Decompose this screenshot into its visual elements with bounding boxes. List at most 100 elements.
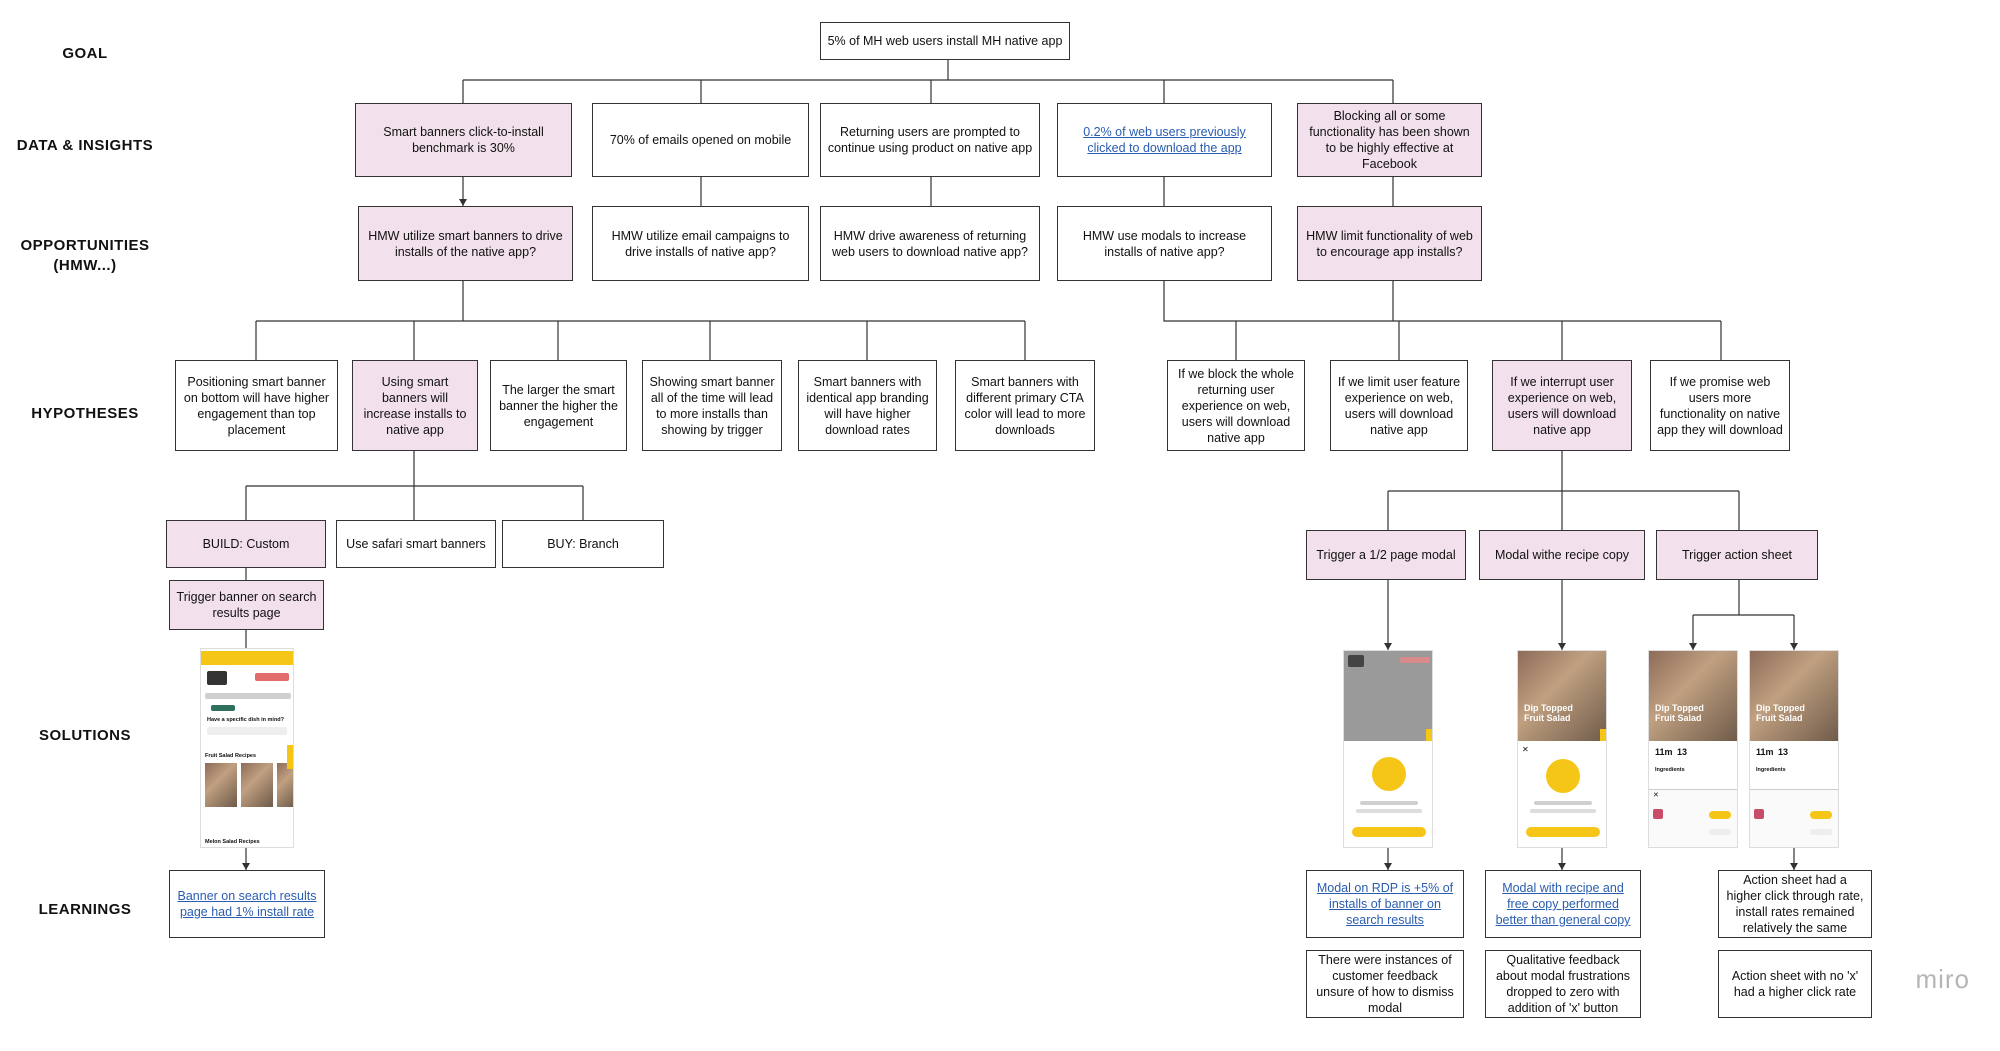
row-label-learnings: LEARNINGS xyxy=(38,901,132,918)
insight-card-smart-banner-benchmark[interactable]: Smart banners click-to-install benchmark… xyxy=(355,103,572,177)
insight-card-blocking-functionality[interactable]: Blocking all or some functionality has b… xyxy=(1297,103,1482,177)
modal-illustration xyxy=(1546,759,1580,793)
row-label-hypotheses: HYPOTHESES xyxy=(31,405,139,422)
modal-copy xyxy=(1356,809,1422,813)
opportunity-card-email-campaigns[interactable]: HMW utilize email campaigns to drive ins… xyxy=(592,206,809,281)
learning-card-action-sheet[interactable]: Action sheet had a higher click through … xyxy=(1718,870,1872,938)
filter-pill xyxy=(211,705,235,711)
insight-card-email-mobile[interactable]: 70% of emails opened on mobile xyxy=(592,103,809,177)
hypothesis-text: If we limit user feature experience on w… xyxy=(1337,374,1461,437)
modal-copy xyxy=(1530,809,1596,813)
approach-text: Modal withe recipe copy xyxy=(1494,548,1630,562)
hypothesis-card-cta-color[interactable]: Smart banners with different primary CTA… xyxy=(955,360,1095,451)
connector xyxy=(245,451,584,520)
recipe-hero-image xyxy=(1518,651,1606,741)
approach-text: BUILD: Custom xyxy=(202,537,290,551)
opportunity-card-smart-banners[interactable]: HMW utilize smart banners to drive insta… xyxy=(358,206,573,281)
stat-count: 13 xyxy=(1677,747,1688,757)
learning-card-modal-feedback[interactable]: There were instances of customer feedbac… xyxy=(1306,950,1464,1018)
open-button xyxy=(1709,811,1731,819)
solution-screen-action-sheet-x: Dip Topped Fruit Salad 11m 13 Ingredient… xyxy=(1648,650,1738,848)
hypothesis-text: Smart banners with different primary CTA… xyxy=(964,374,1086,437)
close-icon[interactable]: ✕ xyxy=(1653,792,1659,799)
learning-link[interactable]: Banner on search results page had 1% ins… xyxy=(177,889,317,919)
approach-text: Trigger banner on search results page xyxy=(176,590,317,620)
insight-text: Smart banners click-to-install benchmark… xyxy=(383,125,544,155)
recipe-hero-image xyxy=(1649,651,1737,741)
hypothesis-text: The larger the smart banner the higher t… xyxy=(499,382,618,429)
opportunity-card-modals[interactable]: HMW use modals to increase installs of n… xyxy=(1057,206,1272,281)
search-heading: Have a specific dish in mind? xyxy=(207,717,285,723)
recipe-thumbnail xyxy=(241,763,273,807)
app-icon xyxy=(1754,809,1764,819)
hypothesis-text: Smart banners with identical app brandin… xyxy=(806,374,929,437)
hypothesis-card-interrupt-experience[interactable]: If we interrupt user experience on web, … xyxy=(1492,360,1632,451)
side-tab xyxy=(1600,729,1606,741)
goal-card[interactable]: 5% of MH web users install MH native app xyxy=(820,22,1070,60)
recipe-thumbnail xyxy=(277,763,293,807)
insight-link[interactable]: 0.2% of web users previously clicked to … xyxy=(1083,125,1246,155)
row-label-opportunities-line2: (HMW...) xyxy=(53,257,117,274)
solution-screen-search-banner: Have a specific dish in mind? Fruit Sala… xyxy=(200,648,294,848)
hypothesis-card-smart-banners-installs[interactable]: Using smart banners will increase instal… xyxy=(352,360,478,451)
opportunity-card-returning-awareness[interactable]: HMW drive awareness of returning web use… xyxy=(820,206,1040,281)
continue-button xyxy=(1810,829,1832,835)
arrow-head xyxy=(1689,643,1697,650)
learning-card-modal-rdp[interactable]: Modal on RDP is +5% of installs of banne… xyxy=(1306,870,1464,938)
modal-illustration xyxy=(1372,757,1406,791)
hypothesis-text: Positioning smart banner on bottom will … xyxy=(183,374,330,437)
hypothesis-card-limit-features[interactable]: If we limit user feature experience on w… xyxy=(1330,360,1468,451)
solution-screen-action-sheet-no-x: Dip Topped Fruit Salad 11m 13 Ingredient… xyxy=(1749,650,1839,848)
connector xyxy=(1387,848,1795,870)
hypothesis-card-show-all-time[interactable]: Showing smart banner all of the time wil… xyxy=(642,360,782,451)
side-tab xyxy=(1426,729,1432,741)
app-logo xyxy=(207,671,227,685)
hypothesis-card-larger-banner[interactable]: The larger the smart banner the higher t… xyxy=(490,360,627,451)
hypothesis-card-banner-bottom[interactable]: Positioning smart banner on bottom will … xyxy=(175,360,338,451)
arrow-head xyxy=(242,863,250,870)
learning-card-recipe-feedback[interactable]: Qualitative feedback about modal frustra… xyxy=(1485,950,1641,1018)
approach-card-safari-banners[interactable]: Use safari smart banners xyxy=(336,520,496,568)
miro-watermark: miro xyxy=(1915,964,1970,994)
fruit-salad-heading: Fruit Salad Recipes xyxy=(205,753,257,759)
solution-screen-half-page-modal xyxy=(1343,650,1433,848)
approach-card-half-page-modal[interactable]: Trigger a 1/2 page modal xyxy=(1306,530,1466,580)
stat-count: 13 xyxy=(1778,747,1789,757)
continue-button xyxy=(1709,829,1731,835)
row-label-goal: GOAL xyxy=(62,45,108,62)
app-icon xyxy=(1653,809,1663,819)
recipe-hero-image xyxy=(1750,651,1838,741)
learning-card-recipe-copy[interactable]: Modal with recipe and free copy performe… xyxy=(1485,870,1641,938)
opportunity-text: HMW drive awareness of returning web use… xyxy=(832,228,1028,259)
learning-card-action-sheet-no-x[interactable]: Action sheet with no 'x' had a higher cl… xyxy=(1718,950,1872,1018)
approach-card-build-custom[interactable]: BUILD: Custom xyxy=(166,520,326,568)
arrow-head xyxy=(1790,643,1798,650)
smart-banner xyxy=(201,651,293,665)
approach-card-action-sheet[interactable]: Trigger action sheet xyxy=(1656,530,1818,580)
melon-salad-heading: Melon Salad Recipes xyxy=(205,839,260,845)
opportunity-text: HMW utilize smart banners to drive insta… xyxy=(368,228,563,259)
learning-link[interactable]: Modal with recipe and free copy performe… xyxy=(1495,881,1631,927)
learning-link[interactable]: Modal on RDP is +5% of installs of banne… xyxy=(1316,881,1454,927)
modal-copy xyxy=(1534,801,1592,805)
arrow-head xyxy=(1558,863,1566,870)
approach-card-recipe-copy-modal[interactable]: Modal withe recipe copy xyxy=(1479,530,1645,580)
insight-text: Blocking all or some functionality has b… xyxy=(1309,109,1470,171)
close-icon[interactable]: ✕ xyxy=(1522,745,1529,754)
insight-card-web-users-clicked[interactable]: 0.2% of web users previously clicked to … xyxy=(1057,103,1272,177)
insight-card-returning-users[interactable]: Returning users are prompted to continue… xyxy=(820,103,1040,177)
hypothesis-card-promise-functionality[interactable]: If we promise web users more functionali… xyxy=(1650,360,1790,451)
row-label-insights: DATA & INSIGHTS xyxy=(16,137,154,154)
hypothesis-card-block-experience[interactable]: If we block the whole returning user exp… xyxy=(1167,360,1305,451)
hypothesis-card-identical-branding[interactable]: Smart banners with identical app brandin… xyxy=(798,360,937,451)
approach-text: Trigger a 1/2 page modal xyxy=(1316,548,1456,562)
opportunity-card-limit-functionality[interactable]: HMW limit functionality of web to encour… xyxy=(1297,206,1482,281)
approach-card-trigger-banner[interactable]: Trigger banner on search results page xyxy=(169,580,324,630)
recipe-title: Dip Topped Fruit Salad xyxy=(1524,703,1573,723)
arrow-head xyxy=(459,199,467,206)
insight-text: Returning users are prompted to continue… xyxy=(827,125,1033,155)
row-label-opportunities: OPPORTUNITIES (HMW...) xyxy=(0,236,170,276)
learning-text: Action sheet with no 'x' had a higher cl… xyxy=(1731,969,1859,999)
approach-card-buy-branch[interactable]: BUY: Branch xyxy=(502,520,664,568)
learning-card-banner[interactable]: Banner on search results page had 1% ins… xyxy=(169,870,325,938)
